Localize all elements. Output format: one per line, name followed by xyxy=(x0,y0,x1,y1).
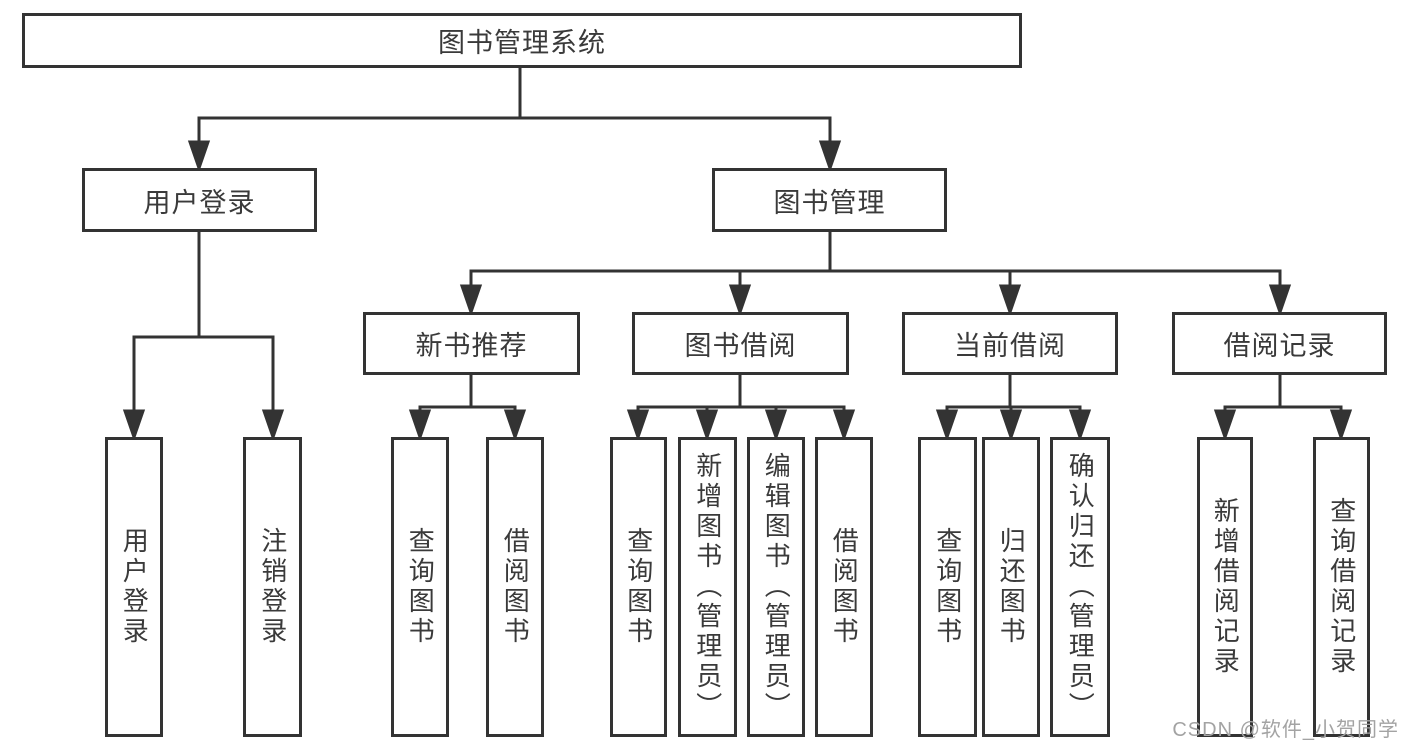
node-book-management: 图书管理 xyxy=(712,168,947,232)
node-leaf-query-books-recommend: 查询图书 xyxy=(391,437,449,737)
node-borrowing-records: 借阅记录 xyxy=(1172,312,1387,375)
node-leaf-return-books: 归还图书 xyxy=(982,437,1040,737)
node-leaf-query-books-current: 查询图书 xyxy=(918,437,977,737)
csdn-watermark: CSDN @软件_小贺同学 xyxy=(1172,719,1399,741)
node-user-login: 用户登录 xyxy=(82,168,317,232)
node-leaf-borrow-books-recommend: 借阅图书 xyxy=(486,437,544,737)
node-leaf-confirm-return-admin: 确认归还（管理员） xyxy=(1050,437,1110,737)
node-new-book-recommendation: 新书推荐 xyxy=(363,312,580,375)
node-leaf-query-borrow-record: 查询借阅记录 xyxy=(1313,437,1370,737)
node-current-borrowing: 当前借阅 xyxy=(902,312,1118,375)
node-leaf-query-books-borrow: 查询图书 xyxy=(610,437,667,737)
node-library-system: 图书管理系统 xyxy=(22,13,1022,68)
node-leaf-add-borrow-record: 新增借阅记录 xyxy=(1197,437,1253,737)
node-leaf-edit-book-admin: 编辑图书（管理员） xyxy=(747,437,805,737)
node-leaf-borrow-books: 借阅图书 xyxy=(815,437,873,737)
node-leaf-user-login: 用户登录 xyxy=(105,437,163,737)
node-leaf-add-book-admin: 新增图书（管理员） xyxy=(678,437,737,737)
node-book-borrowing: 图书借阅 xyxy=(632,312,849,375)
node-leaf-logout: 注销登录 xyxy=(243,437,302,737)
